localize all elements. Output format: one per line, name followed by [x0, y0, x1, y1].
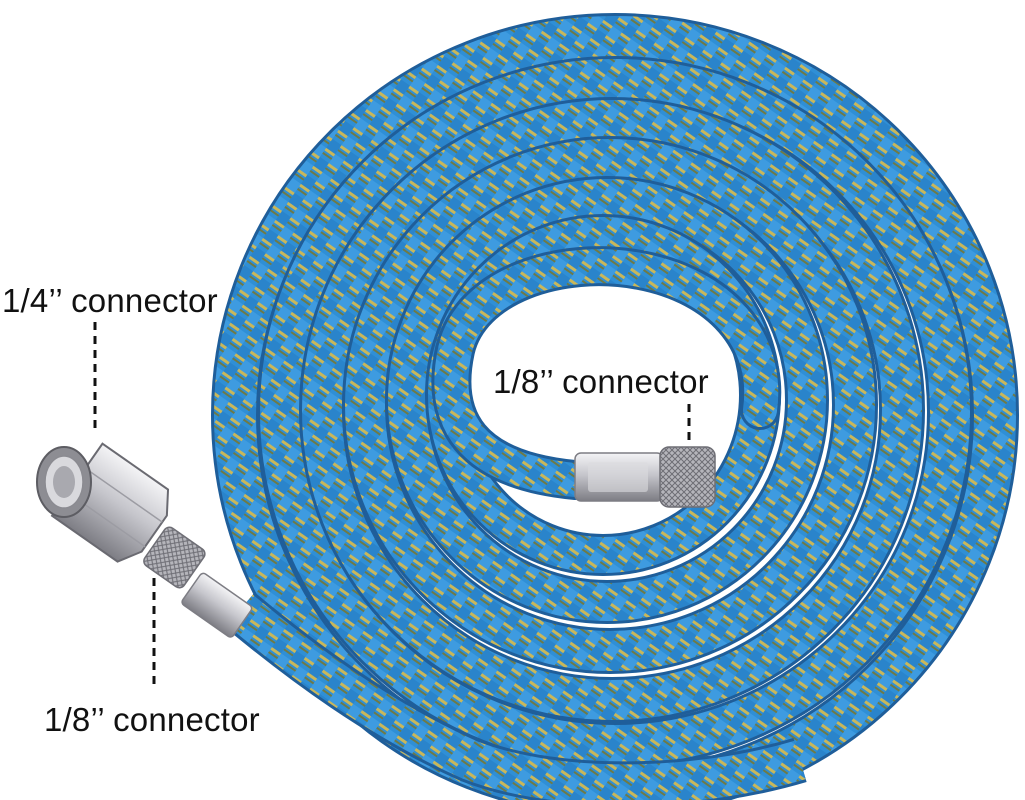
hose-coil [211, 13, 1019, 800]
eighth-inch-connector-bottom-label: 1/8’’ connector [44, 701, 260, 738]
quarter-inch-connector-label: 1/4’’ connector [2, 282, 218, 319]
hose-tail [225, 592, 807, 800]
inner-connector [574, 446, 716, 508]
eighth-inch-connector-inner-label: 1/8’’ connector [493, 363, 709, 400]
left-connector-assembly [36, 442, 253, 638]
callout-leader-lines [93, 322, 691, 686]
